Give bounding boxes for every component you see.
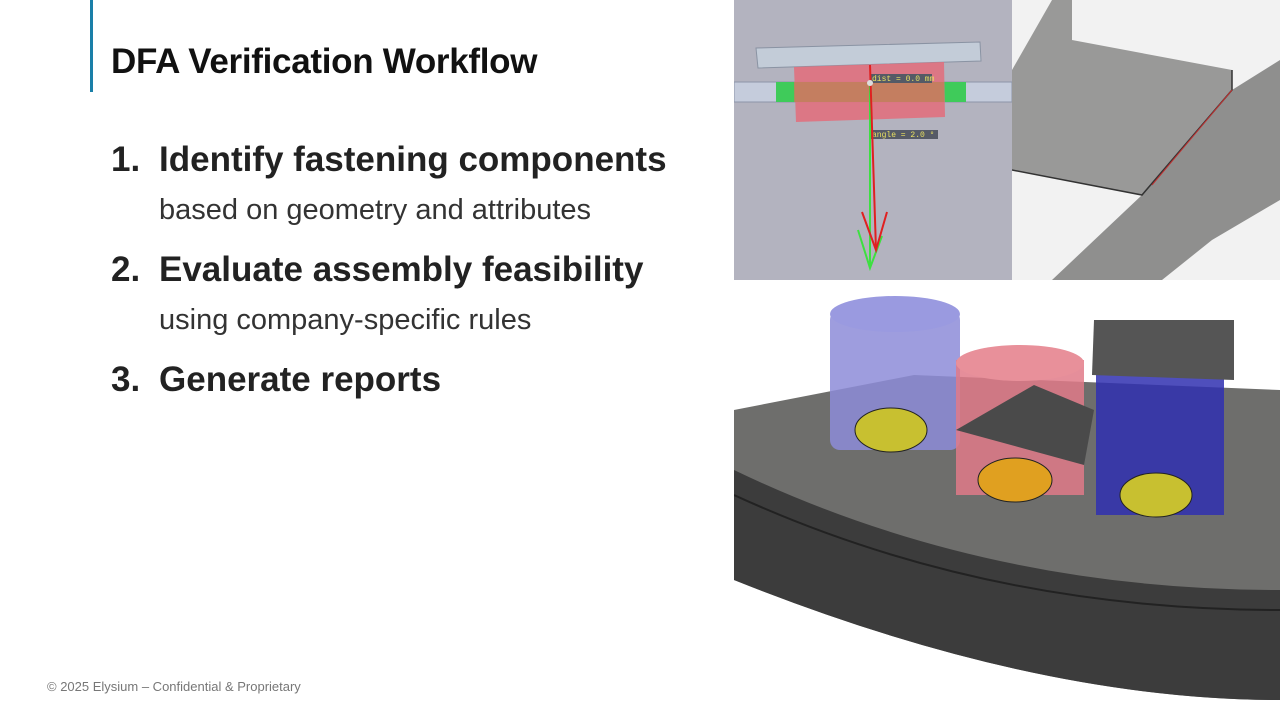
- step-number: 3.: [111, 360, 141, 399]
- step-3: 3. Generate reports: [111, 358, 711, 402]
- fastener-3d-view-image: [734, 280, 1280, 720]
- angle-label: angle = 2.0 °: [872, 131, 934, 140]
- step-detail: using company-specific rules: [159, 304, 532, 336]
- step-detail: based on geometry and attributes: [159, 194, 592, 226]
- step-number: 2.: [111, 250, 141, 289]
- title-accent-bar: [90, 0, 93, 92]
- footer-copyright: © 2025 Elysium – Confidential & Propriet…: [47, 679, 301, 694]
- bracket-view-image: [1012, 0, 1280, 280]
- step-heading: Generate reports: [159, 360, 442, 399]
- step-heading: Evaluate assembly feasibility: [159, 250, 644, 289]
- step-heading: Identify fastening components: [159, 140, 667, 179]
- dist-label: dist = 0.0 mm: [872, 75, 935, 84]
- workflow-steps: 1. Identify fastening components based on…: [111, 138, 711, 422]
- step-1: 1. Identify fastening components based on…: [111, 138, 711, 228]
- measurement-view-image: dist = 0.0 mm angle = 2.0 °: [734, 0, 1012, 280]
- step-number: 1.: [111, 140, 141, 179]
- slide-title: DFA Verification Workflow: [111, 42, 538, 81]
- step-2: 2. Evaluate assembly feasibility using co…: [111, 248, 711, 338]
